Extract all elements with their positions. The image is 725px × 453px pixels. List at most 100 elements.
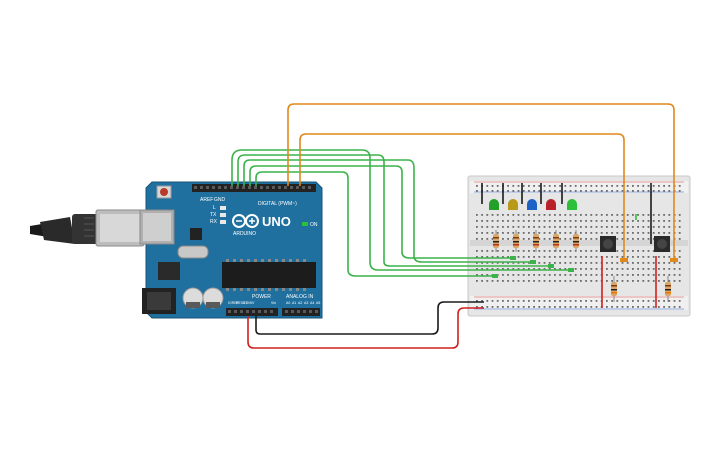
breadboard-hole xyxy=(595,306,598,308)
breadboard-hole xyxy=(616,238,619,240)
breadboard-hole xyxy=(647,190,650,192)
breadboard-hole xyxy=(528,262,530,264)
breadboard-hole xyxy=(585,190,587,192)
breadboard-hole xyxy=(476,306,478,308)
breadboard-hole xyxy=(569,274,572,276)
breadboard-hole xyxy=(548,185,551,187)
breadboard-hole xyxy=(496,226,499,228)
breadboard-hole xyxy=(517,185,520,187)
power-label: POWER xyxy=(252,294,271,300)
breadboard-hole xyxy=(502,268,504,270)
breadboard-hole xyxy=(590,300,593,302)
breadboard-hole xyxy=(621,220,624,222)
breadboard-hole xyxy=(574,300,577,302)
breadboard-hole xyxy=(517,226,520,228)
breadboard-hole xyxy=(502,256,504,258)
breadboard-hole xyxy=(574,185,577,187)
breadboard-hole xyxy=(621,262,624,264)
resistor[interactable] xyxy=(533,230,539,252)
breadboard-hole xyxy=(678,274,681,276)
breadboard-hole xyxy=(580,280,582,282)
breadboard-hole xyxy=(569,280,572,282)
breadboard-hole xyxy=(621,306,624,308)
breadboard-hole xyxy=(496,268,499,270)
resistor[interactable] xyxy=(573,230,579,252)
breadboard-hole xyxy=(491,306,494,308)
breadboard-hole xyxy=(668,190,671,192)
led-blue[interactable] xyxy=(527,199,537,210)
breadboard-hole xyxy=(637,256,639,258)
breadboard-hole xyxy=(564,268,567,270)
resistor[interactable] xyxy=(553,230,559,252)
breadboard-hole xyxy=(564,226,567,228)
led-green[interactable] xyxy=(489,199,499,210)
breadboard-hole xyxy=(652,226,655,228)
breadboard-hole xyxy=(548,300,551,302)
breadboard-hole xyxy=(502,250,504,252)
push-button-2[interactable] xyxy=(654,236,670,252)
resistor[interactable] xyxy=(493,230,499,252)
breadboard-hole xyxy=(554,190,556,192)
breadboard-hole xyxy=(637,226,639,228)
breadboard-hole xyxy=(502,280,504,282)
breadboard-hole xyxy=(621,280,624,282)
breadboard-hole xyxy=(564,190,567,192)
breadboard-hole xyxy=(663,232,665,234)
breadboard-hole xyxy=(637,190,639,192)
breadboard-hole xyxy=(491,226,494,228)
breadboard-hole xyxy=(642,220,645,222)
breadboard-hole xyxy=(585,256,587,258)
breadboard-hole xyxy=(548,238,551,240)
usb-cable xyxy=(30,209,145,247)
breadboard-hole xyxy=(548,232,551,234)
led-red[interactable] xyxy=(546,199,556,210)
breadboard-hole xyxy=(580,268,582,270)
breadboard-hole xyxy=(543,232,546,234)
breadboard-hole xyxy=(507,220,509,222)
breadboard-hole xyxy=(538,268,541,270)
aref-label: AREF xyxy=(200,197,213,203)
breadboard-hole xyxy=(512,185,515,187)
breadboard-hole xyxy=(585,238,587,240)
breadboard-hole xyxy=(564,262,567,264)
breadboard-hole xyxy=(522,280,525,282)
resistor[interactable] xyxy=(513,230,519,252)
breadboard-hole xyxy=(512,250,515,252)
breadboard-hole xyxy=(642,238,645,240)
led-yellow[interactable] xyxy=(508,199,518,210)
breadboard-hole xyxy=(528,226,530,228)
led-signal-wires xyxy=(231,149,572,277)
resistor[interactable] xyxy=(611,276,617,302)
reset-button[interactable] xyxy=(156,185,172,199)
breadboard-hole xyxy=(647,274,650,276)
breadboard-hole xyxy=(554,274,556,276)
breadboard-hole xyxy=(502,214,504,216)
breadboard-hole xyxy=(652,280,655,282)
arduino-uno-board[interactable]: AREF GND DIGITAL (PWM~) L TX RX ON ARDUI… xyxy=(139,181,323,319)
breadboard-hole xyxy=(663,280,665,282)
breadboard-hole xyxy=(647,268,650,270)
breadboard-hole xyxy=(538,280,541,282)
resistor[interactable] xyxy=(665,276,671,302)
breadboard-hole xyxy=(554,226,556,228)
breadboard-hole xyxy=(491,232,494,234)
led-light-green[interactable] xyxy=(567,199,577,210)
breadboard-hole xyxy=(600,220,603,222)
breadboard-hole xyxy=(548,220,551,222)
push-button-1[interactable] xyxy=(600,236,616,252)
breadboard-hole xyxy=(642,190,645,192)
breadboard-hole xyxy=(528,232,530,234)
breadboard-hole xyxy=(507,268,509,270)
breadboard-hole xyxy=(481,226,483,228)
vin-label: Vin xyxy=(271,301,276,305)
breadboard-hole xyxy=(517,262,520,264)
breadboard-hole xyxy=(564,274,567,276)
breadboard-hole xyxy=(652,256,655,258)
a0-label: A0 xyxy=(286,301,290,305)
breadboard-hole xyxy=(642,226,645,228)
breadboard-hole xyxy=(595,262,598,264)
breadboard-hole xyxy=(668,185,671,187)
breadboard-hole xyxy=(611,226,613,228)
breadboard-hole xyxy=(491,185,494,187)
breadboard-hole xyxy=(507,226,509,228)
